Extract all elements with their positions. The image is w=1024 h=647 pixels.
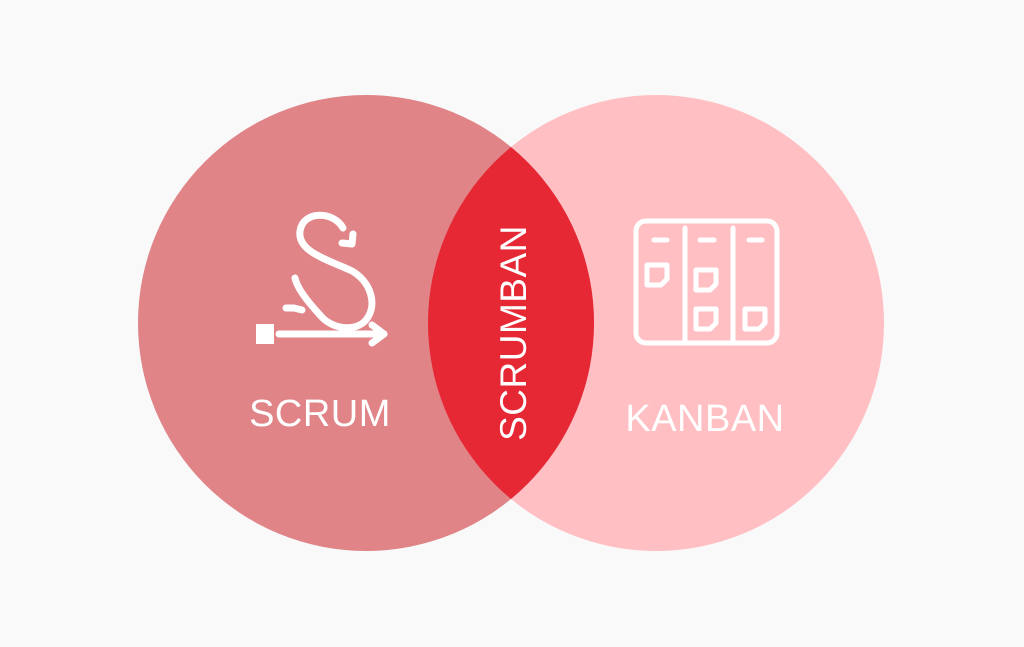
scrum-cycle-icon [275,211,388,347]
scrumban-intersection [428,95,594,551]
kanban-label: KANBAN [625,398,784,440]
kanban-board-icon [633,218,780,346]
scrum-label: SCRUM [249,393,391,435]
scrum-start-square [256,324,274,344]
scrumban-label: SCRUMBAN [493,225,534,441]
